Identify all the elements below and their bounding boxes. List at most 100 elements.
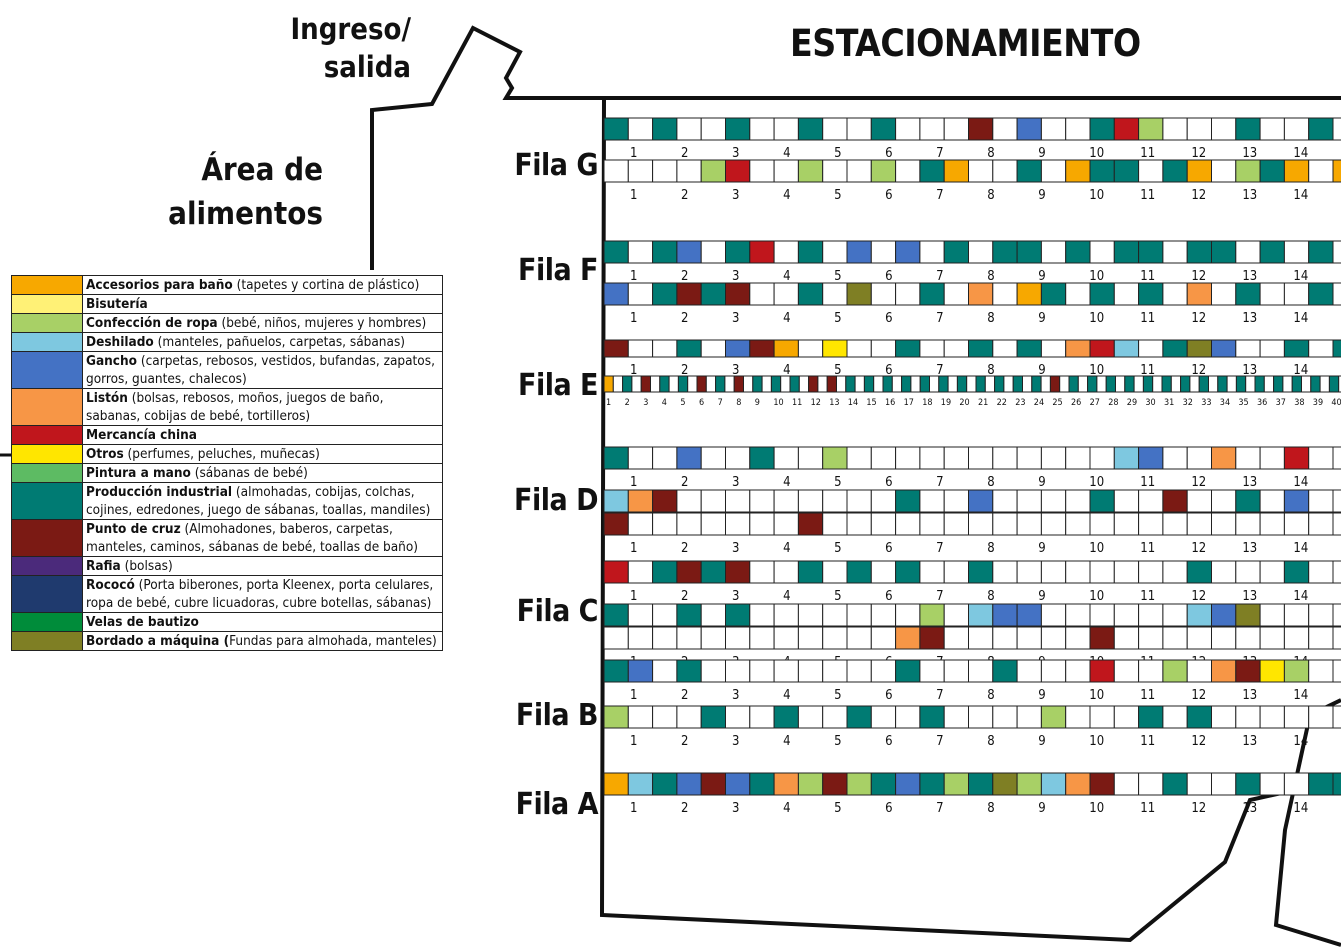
stall-number: 6 <box>699 398 704 408</box>
stall-cell <box>603 603 629 627</box>
stall-number: 6 <box>885 541 892 556</box>
stall-cell <box>1162 240 1188 264</box>
stall-cell <box>1235 159 1261 183</box>
legend-swatch <box>11 425 83 445</box>
stall-cell <box>808 375 819 393</box>
stall-number: 12 <box>1191 801 1206 816</box>
stall-number: 2 <box>681 146 688 161</box>
stall-number: 8 <box>987 734 994 749</box>
stall-cell <box>1235 603 1261 627</box>
stall-number: 6 <box>885 801 892 816</box>
stall-cell <box>1016 117 1042 141</box>
stall-number: 5 <box>834 146 841 161</box>
stall-cell <box>854 375 865 393</box>
stall-number: 40 <box>1331 398 1341 408</box>
stall-number: 9 <box>1038 146 1045 161</box>
stall-cell <box>652 626 678 650</box>
stall-number: 5 <box>834 188 841 203</box>
stall-number: 25 <box>1052 398 1062 408</box>
stall-cell <box>652 446 678 470</box>
row-label-e: Fila E <box>518 368 598 403</box>
stall-cell <box>603 626 629 650</box>
stall-number: 3 <box>732 146 739 161</box>
stall-cell <box>1211 240 1237 264</box>
stall-cell <box>798 375 810 393</box>
legend-row: Rococó (Porta biberones, porta Kleenex, … <box>11 575 443 613</box>
stall-cell <box>652 282 678 306</box>
stall-number: 2 <box>681 734 688 749</box>
stall-number: 5 <box>680 398 685 408</box>
stall-cell <box>919 159 945 183</box>
stall-cell <box>1259 659 1285 683</box>
row-label-f: Fila F <box>518 253 598 288</box>
stall-cell <box>797 659 824 683</box>
stall-number: 12 <box>1191 688 1206 703</box>
stall-cell <box>1040 772 1067 796</box>
stall-cell <box>700 117 727 141</box>
stall-cell <box>1138 282 1164 306</box>
stall-cell <box>1040 560 1067 584</box>
stall-cell <box>1113 512 1140 536</box>
stall-cell <box>968 659 994 683</box>
stall-cell <box>1065 560 1091 584</box>
stall-number: 9 <box>1038 734 1045 749</box>
stall-cell <box>724 375 735 393</box>
legend-swatch <box>11 612 83 632</box>
legend-description: (tapetes y cortina de plástico) <box>232 277 420 293</box>
legend-swatch <box>11 575 83 613</box>
stall-number: 39 <box>1313 398 1323 408</box>
stall-number: 11 <box>792 398 802 408</box>
stall-cell <box>1068 375 1079 393</box>
stall-cell <box>725 489 751 513</box>
stall-number: 1 <box>630 801 637 816</box>
stall-cell <box>943 659 970 683</box>
stall-cell <box>627 603 654 627</box>
stall-cell <box>700 339 727 358</box>
stall-cell <box>700 659 727 683</box>
stall-cell <box>1211 603 1237 627</box>
stall-cell <box>1283 626 1310 650</box>
stall-cell <box>773 489 799 513</box>
stall-number: 13 <box>1242 734 1257 749</box>
stall-cell <box>749 603 775 627</box>
legend-description: (bolsas) <box>120 558 173 574</box>
stall-cell <box>652 705 678 729</box>
stall-cell <box>1235 512 1261 536</box>
stall-cell <box>846 772 872 796</box>
stall-cell <box>968 159 994 183</box>
stall-cell <box>992 489 1018 513</box>
stall-number: 11 <box>1140 734 1155 749</box>
stall-number: 30 <box>1145 398 1155 408</box>
stall-cell <box>870 603 897 627</box>
stall-cell <box>1065 117 1091 141</box>
legend-description: (sábanas de bebé) <box>190 465 308 481</box>
stall-cell <box>627 772 654 796</box>
stall-number: 12 <box>1191 269 1206 284</box>
stall-cell <box>1089 117 1115 141</box>
stall-cell <box>1211 282 1237 306</box>
stall-cell <box>846 659 872 683</box>
legend-row: Accesorios para baño (tapetes y cortina … <box>11 275 443 295</box>
stall-cell <box>1259 117 1285 141</box>
stall-cell <box>1186 489 1212 513</box>
stall-number: 8 <box>987 188 994 203</box>
legend-row: Bordado a máquina (Fundas para almohada,… <box>11 631 443 651</box>
stall-cell <box>1283 339 1310 358</box>
stall-cell <box>659 375 670 393</box>
stall-cell <box>1016 626 1042 650</box>
stall-number: 1 <box>630 688 637 703</box>
legend-text: Punto de cruz (Almohadones, baberos, car… <box>82 519 443 557</box>
stall-number: 36 <box>1257 398 1267 408</box>
stall-cell <box>1308 512 1334 536</box>
stall-cell <box>627 159 654 183</box>
legend-swatch <box>11 556 83 576</box>
legend-description: (almohadas, cobijas, colchas, cojines, e… <box>86 484 431 518</box>
stall-cell <box>603 489 629 513</box>
stall-cell <box>700 240 727 264</box>
stall-cell <box>1283 446 1310 470</box>
stall-cell <box>1138 339 1164 358</box>
stall-number: 4 <box>783 363 790 378</box>
stall-number: 11 <box>1140 363 1155 378</box>
stall-number: 14 <box>1293 801 1308 816</box>
stall-cell <box>652 339 678 358</box>
